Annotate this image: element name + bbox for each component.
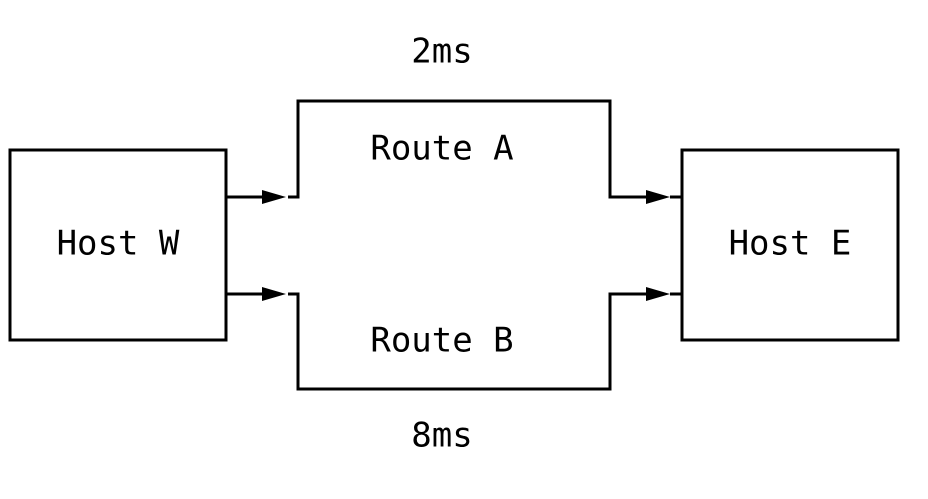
host-w-box [8,148,228,342]
host-e-label: Host E [729,224,852,264]
route-a-path: Route A 2ms [288,32,628,199]
arrow-host-w-to-route-a [226,190,286,204]
route-a-outline [288,99,628,199]
route-b-path: Route B 8ms [288,292,628,456]
route-a-latency: 2ms [411,32,472,72]
arrow-head-icon [262,287,286,301]
route-b-outline [288,292,628,391]
host-w-label: Host W [57,224,180,264]
arrow-head-icon [262,190,286,204]
arrow-head-icon [646,190,670,204]
arrow-head-icon [646,287,670,301]
host-e-node: Host E [680,148,900,342]
host-e-box [680,148,900,342]
arrow-host-w-to-route-b [226,287,286,301]
arrow-route-b-to-host-e [626,287,682,301]
route-b-latency: 8ms [411,416,472,456]
route-b-label: Route B [370,321,513,361]
route-a-label: Route A [370,129,513,169]
arrow-route-a-to-host-e [626,190,682,204]
host-w-node: Host W [8,148,228,342]
